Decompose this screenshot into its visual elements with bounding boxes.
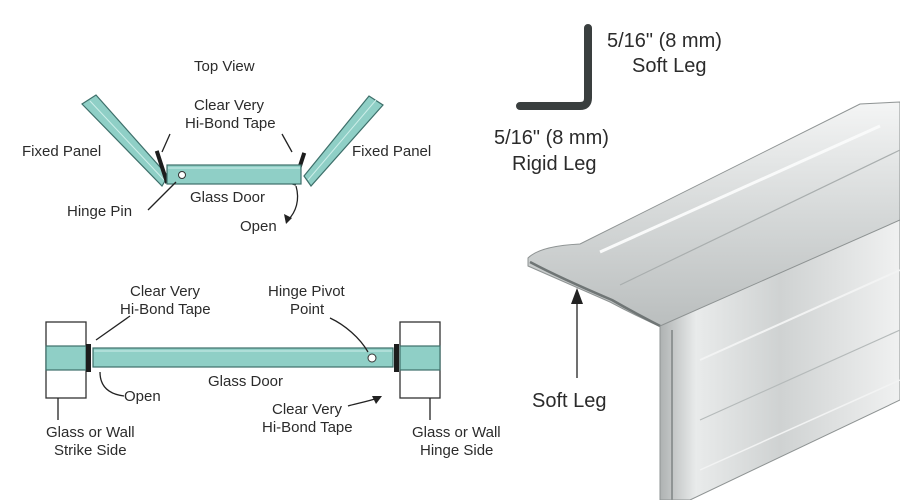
extrusion-render: Soft Leg	[527, 101, 900, 500]
tape-label-left-1: Clear Very	[130, 283, 201, 300]
open-front-label: Open	[124, 388, 161, 405]
hinge-pivot-label-2: Point	[290, 301, 325, 318]
fixed-panel-left-glass	[81, 94, 169, 187]
tape-label-top-2: Hi-Bond Tape	[185, 115, 276, 132]
hinge-pivot-dot	[367, 353, 377, 363]
hinge-pin-label: Hinge Pin	[67, 203, 132, 220]
hinge-side-label-1: Glass or Wall	[412, 424, 501, 441]
tape-label-right-2: Hi-Bond Tape	[262, 419, 353, 436]
open-top-label: Open	[240, 218, 277, 235]
hinge-pin-dot	[178, 171, 186, 179]
l-profile-shape	[516, 24, 592, 110]
rigid-leg-profile-label: Rigid Leg	[512, 153, 597, 175]
soft-leg-callout: Soft Leg	[532, 390, 607, 412]
rigid-leg-dimension: 5/16" (8 mm)	[494, 127, 609, 149]
top-view: Top View Clear Very Hi-Bond Tape Fixed P…	[22, 58, 431, 235]
hinge-pivot-label-1: Hinge Pivot	[268, 283, 346, 300]
strike-side-glass	[45, 345, 87, 371]
glass-door-front-label: Glass Door	[208, 373, 283, 390]
fixed-panel-left-label: Fixed Panel	[22, 143, 101, 160]
fixed-panel-right-glass	[303, 95, 384, 187]
extrusion-front-face	[659, 219, 900, 500]
tape-strike-strip	[86, 344, 91, 372]
glass-door-top	[166, 164, 302, 185]
strike-side-label-2: Strike Side	[54, 442, 127, 459]
strike-side-label-1: Glass or Wall	[46, 424, 135, 441]
top-view-title: Top View	[194, 58, 255, 75]
tape-label-top-1: Clear Very	[194, 97, 265, 114]
tape-left-strip	[154, 150, 170, 184]
profile-section: 5/16" (8 mm) Soft Leg 5/16" (8 mm) Rigid…	[494, 24, 722, 175]
soft-leg-dimension: 5/16" (8 mm)	[607, 30, 722, 52]
glass-door-top-label: Glass Door	[190, 189, 265, 206]
fixed-panel-right-label: Fixed Panel	[352, 143, 431, 160]
soft-leg-arrowhead	[571, 288, 583, 304]
hinge-side-glass	[399, 345, 441, 371]
tape-label-right-1: Clear Very	[272, 401, 343, 418]
soft-leg-profile-label: Soft Leg	[632, 55, 707, 77]
tape-hinge-strip	[394, 344, 399, 372]
glass-door-front	[92, 347, 394, 368]
tape-label-left-2: Hi-Bond Tape	[120, 301, 211, 318]
hinge-side-label-2: Hinge Side	[420, 442, 493, 459]
front-view: Clear Very Hi-Bond Tape Hinge Pivot Poin…	[45, 283, 501, 459]
